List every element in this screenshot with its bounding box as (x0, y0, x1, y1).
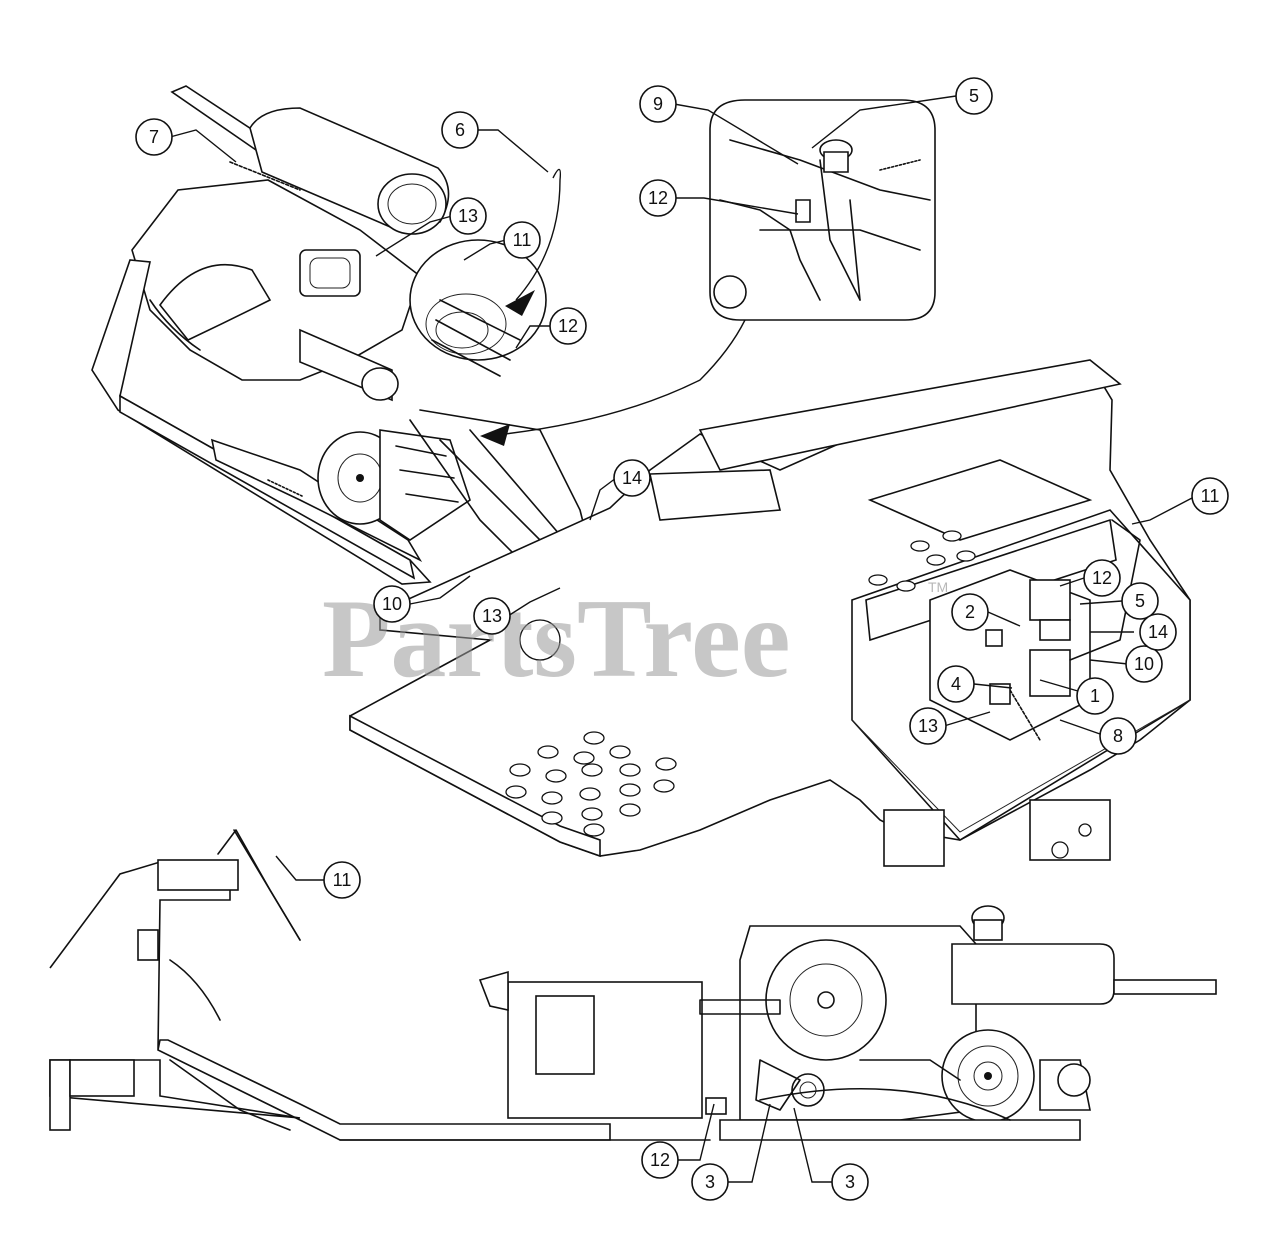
svg-text:11: 11 (333, 870, 352, 890)
svg-text:3: 3 (845, 1172, 855, 1192)
callout-8: 8 (1099, 717, 1137, 755)
callout-3-a: 3 (691, 1163, 729, 1201)
callout-1: 1 (1076, 677, 1114, 715)
callout-14-center: 14 (613, 459, 651, 497)
svg-text:12: 12 (558, 316, 578, 336)
callout-11-right: 11 (1191, 477, 1229, 515)
callouts: 1 2 3 3 4 5 5 6 7 8 9 10 10 11 11 11 12 … (135, 77, 1229, 1201)
leader-lines (169, 95, 1193, 1183)
callout-9: 9 (639, 85, 677, 123)
callout-13-top: 13 (449, 197, 487, 235)
callout-12-inset: 12 (639, 179, 677, 217)
svg-text:7: 7 (149, 127, 159, 147)
svg-text:13: 13 (458, 206, 478, 226)
svg-text:11: 11 (513, 230, 532, 250)
callout-10-left: 10 (373, 585, 411, 623)
callout-5-right: 5 (1121, 582, 1159, 620)
callout-4: 4 (937, 665, 975, 703)
callout-12-right: 12 (1083, 559, 1121, 597)
svg-text:5: 5 (1135, 591, 1145, 611)
svg-text:12: 12 (650, 1150, 670, 1170)
svg-text:12: 12 (1092, 568, 1112, 588)
callout-5-inset: 5 (955, 77, 993, 115)
lower-side-view (49, 829, 1217, 1141)
svg-text:4: 4 (951, 674, 961, 694)
svg-text:6: 6 (455, 120, 465, 140)
svg-text:10: 10 (1134, 654, 1154, 674)
svg-text:2: 2 (965, 602, 975, 622)
svg-text:11: 11 (1201, 486, 1220, 506)
callout-12-engine: 12 (549, 307, 587, 345)
callout-11-lower: 11 (323, 861, 361, 899)
foot-holes (505, 530, 976, 837)
svg-text:13: 13 (482, 606, 502, 626)
floor-pan (349, 359, 1191, 867)
svg-text:14: 14 (622, 468, 642, 488)
detail-inset (709, 99, 936, 321)
svg-text:10: 10 (382, 594, 402, 614)
svg-text:5: 5 (969, 86, 979, 106)
callout-2: 2 (951, 593, 989, 631)
callout-12-lower: 12 (641, 1141, 679, 1179)
svg-text:9: 9 (653, 94, 663, 114)
callout-11-top: 11 (503, 221, 541, 259)
svg-text:14: 14 (1148, 622, 1168, 642)
callout-10-right: 10 (1125, 645, 1163, 683)
callout-3-b: 3 (831, 1163, 869, 1201)
watermark-trademark: TM (928, 579, 948, 595)
callout-6: 6 (441, 111, 479, 149)
upper-assembly (91, 85, 746, 626)
svg-text:13: 13 (918, 716, 938, 736)
callout-13-center: 13 (473, 597, 511, 635)
callout-7: 7 (135, 118, 173, 156)
callout-13-right: 13 (909, 707, 947, 745)
svg-text:8: 8 (1113, 726, 1123, 746)
svg-text:12: 12 (648, 188, 668, 208)
callout-14-right: 14 (1139, 613, 1177, 651)
svg-text:1: 1 (1090, 686, 1100, 706)
svg-text:3: 3 (705, 1172, 715, 1192)
